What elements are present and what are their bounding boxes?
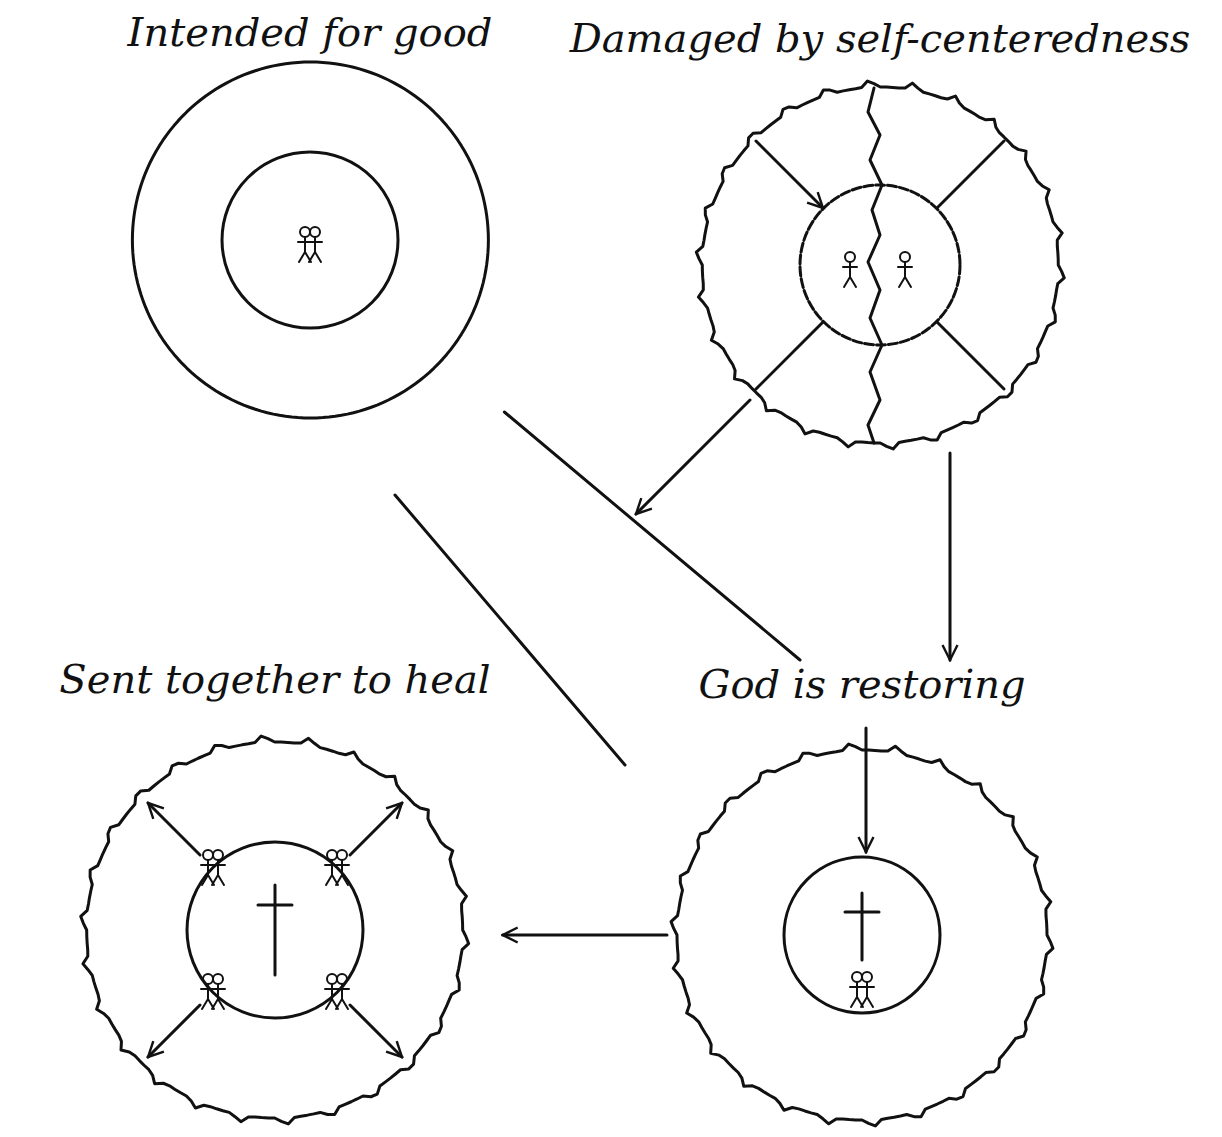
spoke-arrow (756, 141, 823, 208)
people-figures (298, 227, 322, 262)
circle-border (696, 81, 1064, 449)
outward-arrow (148, 803, 200, 855)
people-figures (201, 850, 225, 885)
spoke-line (756, 322, 823, 389)
stage-circle: God is restoring (667, 660, 1057, 1130)
stage-heading: Intended for good (120, 8, 501, 56)
spoke-line (937, 141, 1004, 208)
stage-circle: Intended for good (116, 8, 505, 428)
flow-connector (503, 934, 667, 937)
circle-outline (667, 660, 1057, 1130)
outward-arrow (350, 803, 402, 855)
people-figures (325, 850, 349, 885)
people-figures (201, 974, 225, 1009)
people-figures (850, 972, 874, 1007)
inner-circle (187, 842, 363, 1018)
stage-heading: Sent together to heal (51, 655, 498, 703)
path-line (395, 495, 625, 765)
side-arrow (636, 400, 750, 514)
down-arrow (865, 728, 868, 852)
inner-circle (784, 857, 940, 1013)
stage-heading: God is restoring (690, 660, 1033, 708)
cross-symbol (845, 893, 879, 960)
cross-symbol (258, 885, 292, 975)
circle-border (81, 736, 469, 1124)
flow-connector (504, 412, 800, 660)
circle-border (132, 62, 488, 418)
crack-line (868, 88, 882, 443)
circle-outline (116, 8, 505, 428)
person-figure (843, 252, 857, 287)
spoke-line (937, 322, 1004, 389)
people-figures (325, 974, 349, 1009)
inner-circle (222, 152, 398, 328)
flow-connector (949, 453, 952, 660)
person-figure (898, 252, 912, 287)
stage-heading: Damaged by self-centeredness (562, 14, 1199, 62)
circle-outline (558, 14, 1203, 453)
circle-border (671, 744, 1053, 1126)
outward-arrow (350, 1005, 402, 1057)
stage-circle: Damaged by self-centeredness (558, 14, 1203, 453)
circle-outline (47, 655, 502, 1128)
stage-circle: Sent together to heal (47, 655, 502, 1128)
outward-arrow (148, 1005, 200, 1057)
